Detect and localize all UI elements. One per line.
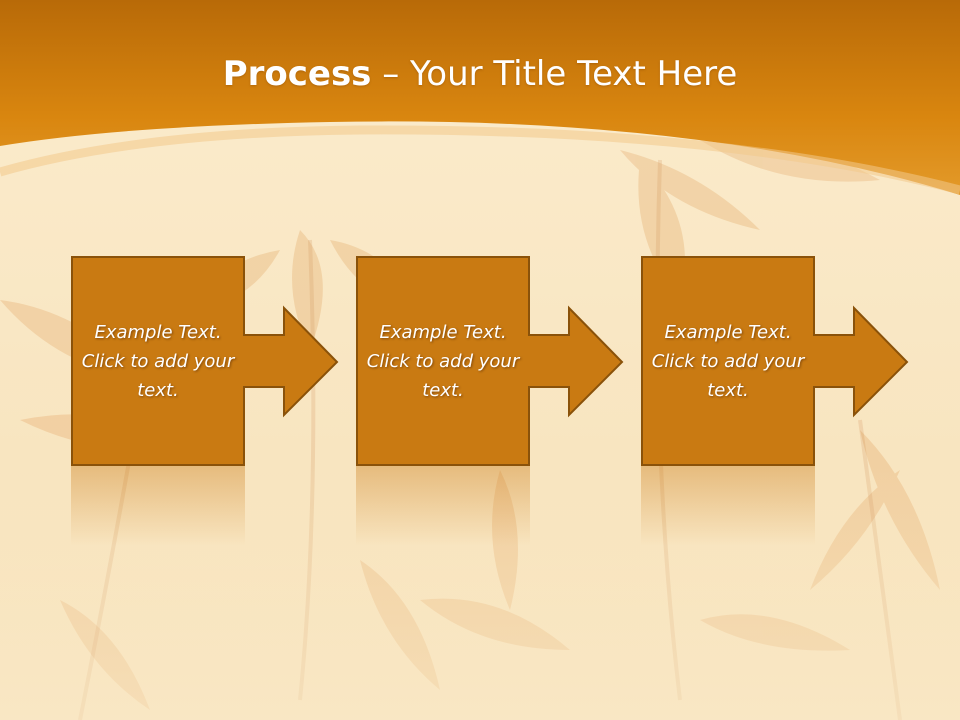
slide-title[interactable]: Process – Your Title Text Here — [0, 52, 960, 96]
step-reflection — [641, 466, 815, 546]
step-text[interactable]: Example Text. Click to add your text. — [81, 321, 235, 401]
process-step-2[interactable]: Example Text. Click to add your text. — [356, 256, 634, 466]
process-step-1[interactable]: Example Text. Click to add your text. — [71, 256, 349, 466]
step-arrow-shape — [71, 256, 339, 466]
step-arrow-shape — [641, 256, 909, 466]
title-bold: Process — [222, 54, 372, 94]
banner-curve-highlight — [0, 125, 960, 195]
title-banner — [0, 0, 960, 195]
step-arrow-shape — [356, 256, 624, 466]
step-text[interactable]: Example Text. Click to add your text. — [651, 321, 805, 401]
process-step-3[interactable]: Example Text. Click to add your text. — [641, 256, 919, 466]
step-text[interactable]: Example Text. Click to add your text. — [366, 321, 520, 401]
title-rest: – Your Title Text Here — [371, 54, 738, 94]
step-reflection — [71, 466, 245, 546]
step-reflection — [356, 466, 530, 546]
